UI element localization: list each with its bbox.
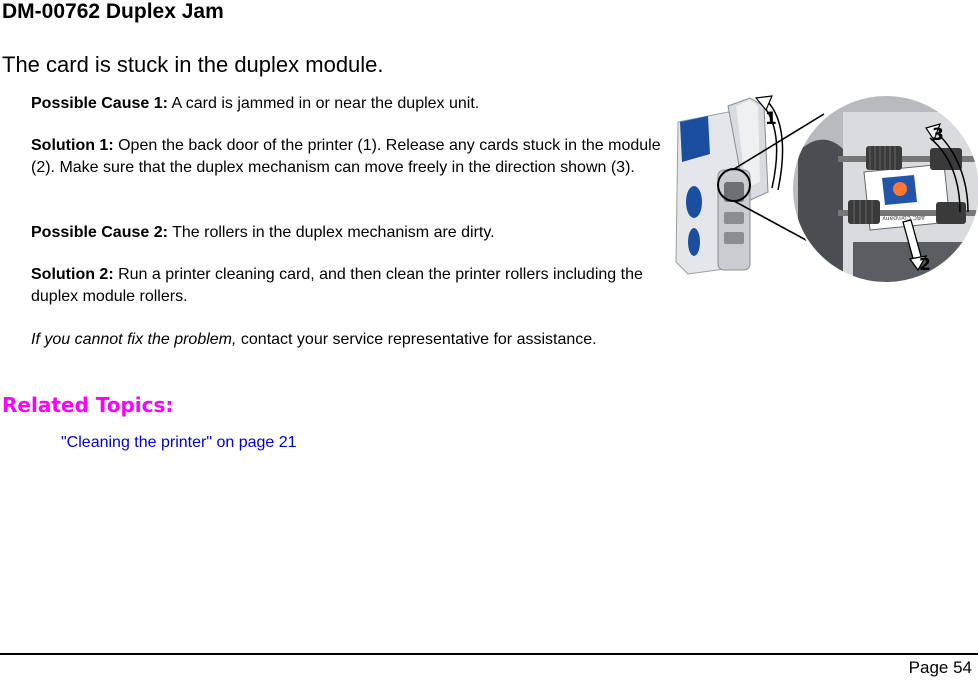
page-number: Page 54 (908, 658, 972, 677)
callout-3: 3 (932, 125, 944, 145)
contact-note: If you cannot fix the problem, contact y… (31, 329, 661, 351)
roller-bottom-icon (838, 200, 978, 224)
cause-1-label: Possible Cause 1: (31, 95, 168, 112)
contact-text: contact your service representative for … (236, 331, 597, 348)
page-title: DM-00762 Duplex Jam (2, 0, 224, 23)
possible-cause-2: Possible Cause 2: The rollers in the dup… (31, 222, 661, 244)
solution-2-text: Run a printer cleaning card, and then cl… (31, 266, 643, 305)
card-brand-text: ABC Company (882, 213, 925, 222)
solution-1: Solution 1: Open the back door of the pr… (31, 135, 661, 179)
duplex-module-zoom: ABC Company (791, 94, 978, 282)
related-topics-heading: Related Topics: (2, 393, 174, 417)
related-link-cleaning[interactable]: "Cleaning the printer" on page 21 (61, 434, 297, 451)
cause-1-text: A card is jammed in or near the duplex u… (167, 95, 480, 112)
lead-description: The card is stuck in the duplex module. (2, 52, 384, 77)
solution-1-label: Solution 1: (31, 137, 114, 154)
footer-divider (0, 653, 978, 655)
callout-2: 2 (919, 255, 931, 275)
duplex-printer-illustration: 1 ABC Company (675, 94, 978, 282)
solution-2: Solution 2: Run a printer cleaning card,… (31, 264, 661, 308)
contact-italic: If you cannot fix the problem, (31, 331, 237, 348)
callout-1: 1 (765, 109, 777, 129)
cause-2-label: Possible Cause 2: (31, 224, 168, 241)
cause-2-text: The rollers in the duplex mechanism are … (167, 224, 495, 241)
possible-cause-1: Possible Cause 1: A card is jammed in or… (31, 93, 661, 115)
printer-icon (675, 97, 769, 275)
solution-1-text: Open the back door of the printer (1). R… (31, 137, 661, 176)
solution-2-label: Solution 2: (31, 266, 114, 283)
roller-top-icon (838, 146, 978, 170)
